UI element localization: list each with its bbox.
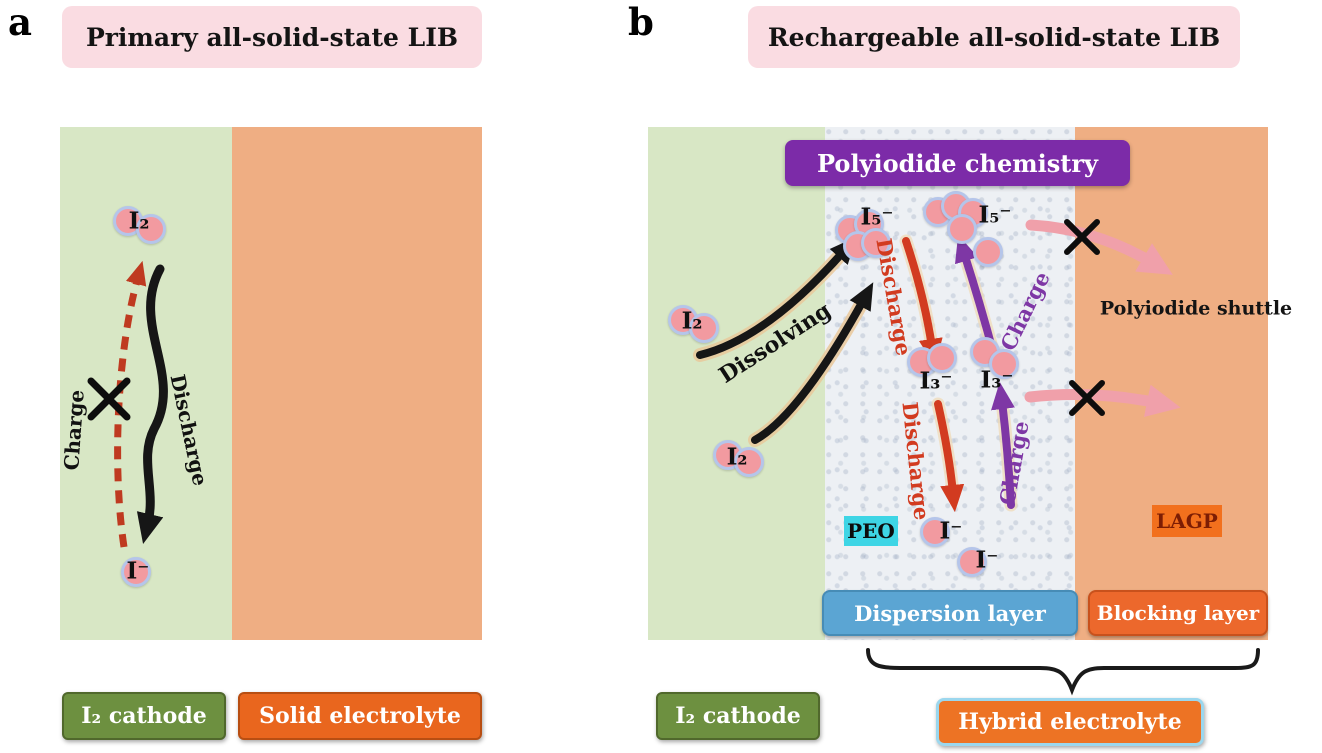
iodine-particle: [734, 447, 764, 477]
dissolving-arrow-lower: [751, 282, 874, 444]
hybrid-electrolyte-legend: Hybrid electrolyte: [936, 698, 1204, 746]
panel-a-cathode-legend: I₂ cathode: [62, 692, 226, 740]
panel-b-lagp-layer: [1075, 127, 1268, 640]
peo-chip: PEO: [844, 516, 898, 546]
dispersion-layer-pill: Dispersion layer: [822, 590, 1078, 636]
charge-block-x-icon: [87, 377, 131, 421]
discharge-arrow-lower: [934, 400, 965, 513]
iodide-species-label: I⁻: [939, 517, 963, 545]
iodine-particle: [136, 214, 166, 244]
blocking-layer-pill: Blocking layer: [1088, 590, 1268, 636]
lagp-chip: LAGP: [1152, 505, 1222, 537]
i2-species-label: I₂: [128, 207, 150, 235]
iodine-particle: [121, 557, 151, 587]
iodine-particle: [957, 547, 987, 577]
polyiodide-shuttle-label: Polyiodide shuttle: [1099, 297, 1293, 320]
panel-a-arrows: [87, 260, 168, 548]
panel-a-title: Primary all-solid-state LIB: [62, 6, 482, 68]
shuttle-block-x-icon: [1064, 219, 1100, 255]
i3-species-label: I₃⁻: [919, 367, 953, 395]
discharge-arrow: [136, 264, 168, 545]
iodide-species-label: I⁻: [975, 546, 999, 574]
iodine-particle: [973, 237, 1003, 267]
iodine-particle: [689, 313, 719, 343]
iodine-particle: [989, 349, 1019, 379]
panel-a-letter: a: [8, 0, 32, 44]
panel-b-cathode-layer: [648, 127, 825, 640]
discharge-arrow-upper: [902, 237, 943, 366]
iodine-particle: [947, 214, 977, 244]
charge-arrow-label: Charge: [59, 388, 89, 472]
i5-species-label: I₅⁻: [978, 201, 1012, 229]
i3-species-label: I₃⁻: [980, 366, 1014, 394]
i2-species-label: I₂: [726, 443, 748, 471]
panel-b-diagram: Polyiodide chemistry: [648, 127, 1292, 640]
panel-b-arrows: [693, 219, 1181, 513]
panel-a-electrolyte-layer: [232, 127, 482, 640]
panel-b-title: Rechargeable all-solid-state LIB: [748, 6, 1240, 68]
dissolving-arrow-upper: [696, 236, 857, 359]
panel-a-electrolyte-legend: Solid electrolyte: [238, 692, 482, 740]
panel-b-letter: b: [628, 0, 654, 44]
panel-b-cathode-legend: I₂ cathode: [656, 692, 820, 740]
iodine-particle: [920, 517, 950, 547]
hybrid-brace-icon: [866, 648, 1260, 696]
charge-arrow-lower: [991, 381, 1015, 509]
i2-species-label: I₂: [681, 307, 703, 335]
panel-a-diagram: I₂ I⁻ Charge Discharge: [59, 127, 482, 640]
shuttle-arrow-upper: [1025, 219, 1173, 275]
i5-species-label: I₅⁻: [860, 203, 894, 231]
polyiodide-chemistry-banner: Polyiodide chemistry: [785, 140, 1130, 186]
iodine-particle: [861, 228, 891, 258]
iodide-species-label: I⁻: [126, 557, 150, 585]
shuttle-block-x-icon: [1069, 380, 1105, 416]
